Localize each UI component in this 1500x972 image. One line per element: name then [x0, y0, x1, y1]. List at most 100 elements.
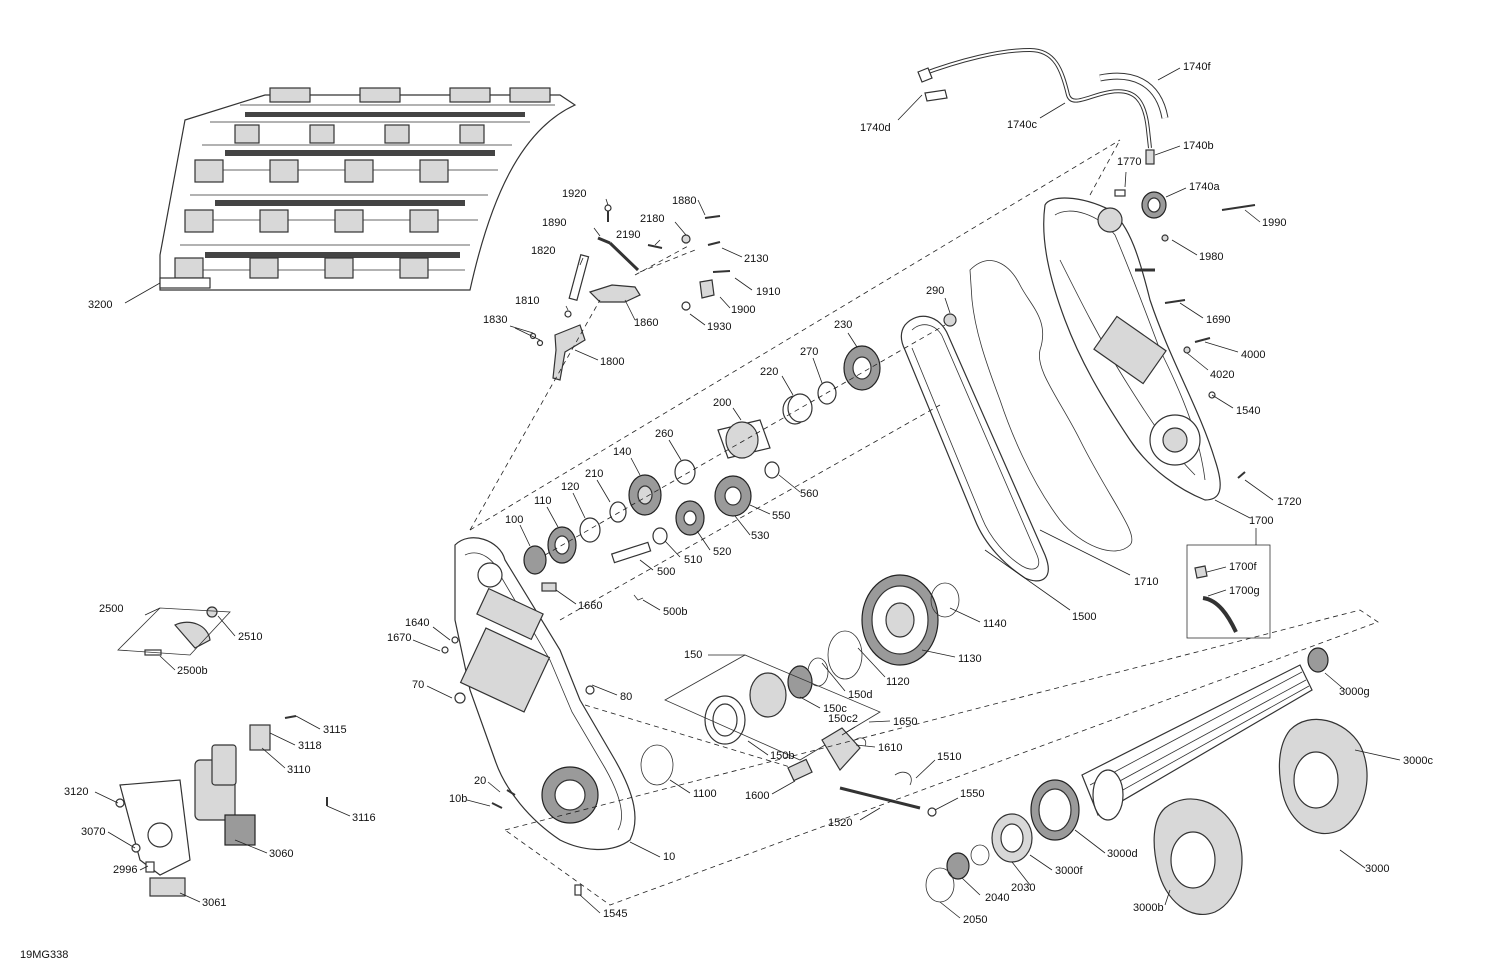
callout-label: 4000 [1241, 349, 1265, 361]
callout-label: 3000b [1133, 902, 1164, 914]
callout-label: 1540 [1236, 405, 1260, 417]
callout-label: 1700g [1229, 585, 1260, 597]
callout-label: 1140 [983, 618, 1007, 630]
callout-label: 3000g [1339, 686, 1370, 698]
callout-label: 1820 [531, 245, 555, 257]
callout-label: 1720 [1277, 496, 1301, 508]
callout-label: 150d [848, 689, 872, 701]
outer-cover-bolts [1114, 189, 1256, 479]
callout-label: 500b [663, 606, 687, 618]
callout-label: 3118 [298, 740, 322, 752]
callout-label: 1500 [1072, 611, 1096, 623]
callout-label: 1980 [1199, 251, 1223, 263]
callout-label: 1690 [1206, 314, 1230, 326]
callout-label: 10b [449, 793, 467, 805]
callout-label: 1800 [600, 356, 624, 368]
callout-label: 520 [713, 546, 731, 558]
large-sprocket [640, 574, 960, 786]
callout-label: 200 [713, 397, 731, 409]
brake-belt [969, 260, 1133, 552]
callout-label: 80 [620, 691, 632, 703]
callout-label: 1640 [405, 617, 429, 629]
callout-label: 1860 [634, 317, 658, 329]
callout-label: 3200 [88, 299, 112, 311]
callout-label: 550 [772, 510, 790, 522]
callout-label: 1510 [937, 751, 961, 763]
callout-label: 1700 [1249, 515, 1273, 527]
callout-label: 1920 [562, 188, 586, 200]
outer-chaincase-cover [1043, 197, 1221, 501]
callout-label: 2500b [177, 665, 208, 677]
callout-label: 210 [585, 468, 603, 480]
callout-label: 1810 [515, 295, 539, 307]
callout-label: 3000d [1107, 848, 1138, 860]
callout-label: 510 [684, 554, 702, 566]
callout-label: 1990 [1262, 217, 1286, 229]
callout-label: 1550 [960, 788, 984, 800]
callout-label: 230 [834, 319, 852, 331]
callout-label: 530 [751, 530, 769, 542]
callout-label: 290 [926, 285, 944, 297]
callout-label: 1610 [878, 742, 902, 754]
tensioner [787, 727, 937, 817]
callout-label: 1100 [693, 788, 717, 800]
callout-label: 1910 [756, 286, 780, 298]
callout-label: 3000c [1403, 755, 1433, 767]
callout-label: 270 [800, 346, 818, 358]
callout-label: 2180 [640, 213, 664, 225]
callout-label: 2130 [744, 253, 768, 265]
callout-label: 1740a [1189, 181, 1220, 193]
callout-label: 2050 [963, 914, 987, 926]
callout-label: 2510 [238, 631, 262, 643]
callout-label: 20 [474, 775, 486, 787]
callout-label: 1660 [578, 600, 602, 612]
callout-label: 2030 [1011, 882, 1035, 894]
callout-label: 10 [663, 851, 675, 863]
callout-label: 1830 [483, 314, 507, 326]
callout-label: 500 [657, 566, 675, 578]
callout-label: 1130 [958, 653, 982, 665]
driveshaft [925, 647, 1368, 915]
actuator-assembly [115, 715, 328, 897]
callout-label: 3115 [323, 724, 347, 736]
callout-label: 1740d [860, 122, 891, 134]
callout-label: 1545 [603, 908, 627, 920]
callout-label: 1930 [707, 321, 731, 333]
callout-label: 220 [760, 366, 778, 378]
callout-label: 1770 [1117, 156, 1141, 168]
callout-label: 1740b [1183, 140, 1214, 152]
callout-label: 3060 [269, 848, 293, 860]
callout-label: 2996 [113, 864, 137, 876]
callout-label: 140 [613, 446, 631, 458]
callout-label: 100 [505, 514, 523, 526]
callout-label: 1700f [1229, 561, 1257, 573]
callout-label: 3061 [202, 897, 226, 909]
callout-label: 2500 [99, 603, 123, 615]
callout-label: 70 [412, 679, 424, 691]
callout-label: 150 [684, 649, 702, 661]
callout-label: 4020 [1210, 369, 1234, 381]
figure-reference: 19MG338 [20, 949, 68, 961]
callout-label: 560 [800, 488, 818, 500]
callout-label: 110 [534, 495, 552, 507]
callout-label: 1880 [672, 195, 696, 207]
callout-label: 3120 [64, 786, 88, 798]
callout-label: 150c [823, 703, 847, 715]
callout-label: 150b [770, 750, 794, 762]
shift-mechanism [529, 204, 731, 381]
callout-label: 150c2 [828, 713, 858, 725]
callout-labels: 3200 1920 1880 2180 1890 2190 2130 1820 … [64, 61, 1433, 926]
callout-label: 2190 [616, 229, 640, 241]
callout-label: 1900 [731, 304, 755, 316]
callout-label: 260 [655, 428, 673, 440]
callout-label: 1740f [1183, 61, 1211, 73]
callout-label: 1890 [542, 217, 566, 229]
callout-label: 3110 [287, 764, 311, 776]
brake-line [917, 47, 1169, 219]
callout-label: 120 [561, 481, 579, 493]
gear-stack [523, 345, 881, 601]
callout-label: 3000f [1055, 865, 1083, 877]
callout-label: 3000 [1365, 863, 1389, 875]
callout-label: 2040 [985, 892, 1009, 904]
